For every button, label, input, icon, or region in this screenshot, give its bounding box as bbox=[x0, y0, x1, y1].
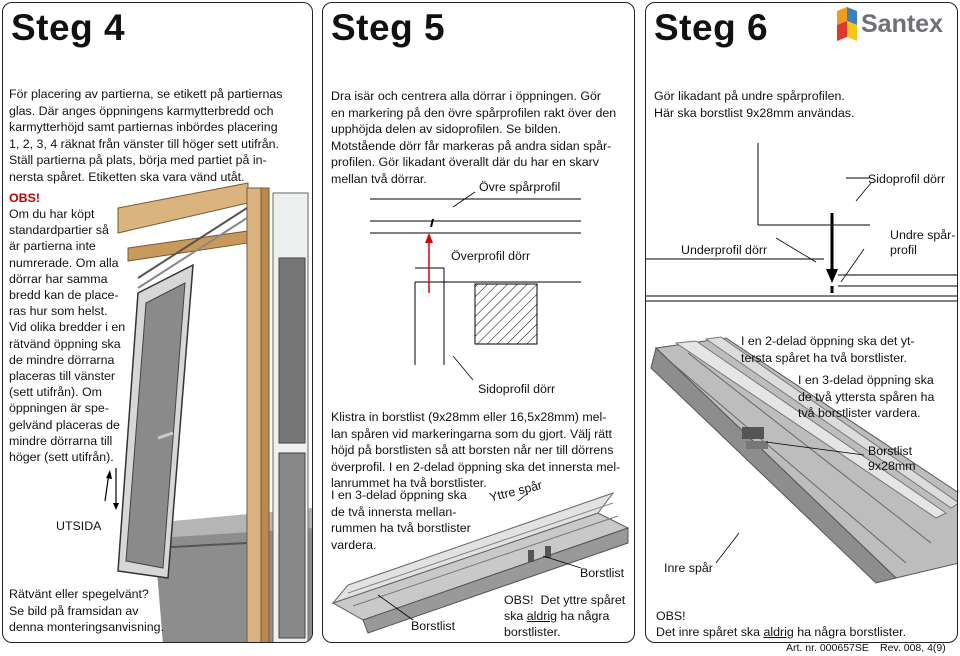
step6-panel: Steg 6 Santex Gör likadant på undre spår… bbox=[645, 2, 958, 643]
door-illustration bbox=[104, 182, 312, 642]
label-borstlist-left: Borstlist bbox=[411, 619, 456, 633]
step5-text2: Klistra in borstlist (9x28mm eller 16,5x… bbox=[331, 410, 621, 490]
step6-note-2delad: I en 2-delad öppning ska det yt- tersta … bbox=[741, 334, 915, 365]
label-overprofil-dorr: Överprofil dörr bbox=[451, 249, 531, 263]
step6-obs-label: OBS! bbox=[656, 609, 686, 623]
label-inre-spar: Inre spår bbox=[664, 561, 713, 575]
step5-obs-aldrig: aldrig bbox=[526, 609, 558, 623]
revision: Rev. 008, 4(9) bbox=[880, 642, 946, 654]
label-ovre-sparprofil: Övre spårprofil bbox=[479, 180, 561, 194]
step6-note-3delad: I en 3-delad öppning ska de två yttersta… bbox=[798, 373, 935, 420]
lower-track-diagram bbox=[646, 143, 957, 584]
label-sidoprofil-dorr-6: Sidoprofil dörr bbox=[868, 172, 946, 186]
step6-obs: Det inre spåret ska aldrig ha några bors… bbox=[656, 624, 906, 641]
step5-obs: OBS! Det yttre spåret ska aldrig ha någr… bbox=[504, 592, 625, 640]
track-section-diagram bbox=[331, 191, 630, 634]
step4-bottom-text: Rätvänt eller spegelvänt? Se bild på fra… bbox=[9, 587, 164, 634]
step6-title: Steg 6 bbox=[654, 7, 769, 48]
article-number: Art. nr. 000657SE bbox=[786, 642, 869, 654]
utsida-label: UTSIDA bbox=[56, 519, 102, 533]
step6-obs-post: ha några borstlister. bbox=[793, 625, 907, 639]
step5-text3: I en 3-delad öppning ska de två innersta… bbox=[331, 488, 471, 552]
label-underprofil-dorr: Underprofil dörr bbox=[681, 243, 768, 257]
step6-intro: Gör likadant på undre spårprofilen. Här … bbox=[654, 89, 855, 120]
step4-obs-text: Om du har köpt standardpartier så är par… bbox=[9, 207, 126, 465]
label-borstlist-right: Borstlist bbox=[580, 566, 625, 580]
step4-title: Steg 4 bbox=[11, 7, 126, 48]
step5-obs-post: ha några borstlister. bbox=[504, 609, 610, 639]
step5-obs-pre: OBS! Det yttre spåret ska bbox=[504, 593, 626, 623]
step4-panel: Steg 4 För placering av partierna, se et… bbox=[2, 2, 313, 643]
step4-intro: För placering av partierna, se etikett p… bbox=[9, 87, 283, 184]
step6-obs-aldrig: aldrig bbox=[763, 625, 794, 639]
santex-logo-text: Santex bbox=[861, 10, 943, 38]
label-borstlist-9x28: Borstlist 9x28mm bbox=[868, 444, 916, 473]
santex-logo-icon bbox=[837, 7, 857, 41]
label-sidoprofil-dorr-5: Sidoprofil dörr bbox=[478, 382, 556, 396]
label-undre-sparprofil: Undre spår- profil bbox=[890, 228, 956, 257]
step5-title: Steg 5 bbox=[331, 7, 446, 48]
step5-intro: Dra isär och centrera alla dörrar i öppn… bbox=[331, 89, 617, 186]
step5-panel: Steg 5 Dra isär och centrera alla dörrar… bbox=[322, 2, 635, 643]
step6-obs-pre: Det inre spåret ska bbox=[656, 625, 764, 639]
step4-obs-label: OBS! bbox=[9, 191, 40, 205]
santex-logo: Santex bbox=[831, 7, 949, 45]
